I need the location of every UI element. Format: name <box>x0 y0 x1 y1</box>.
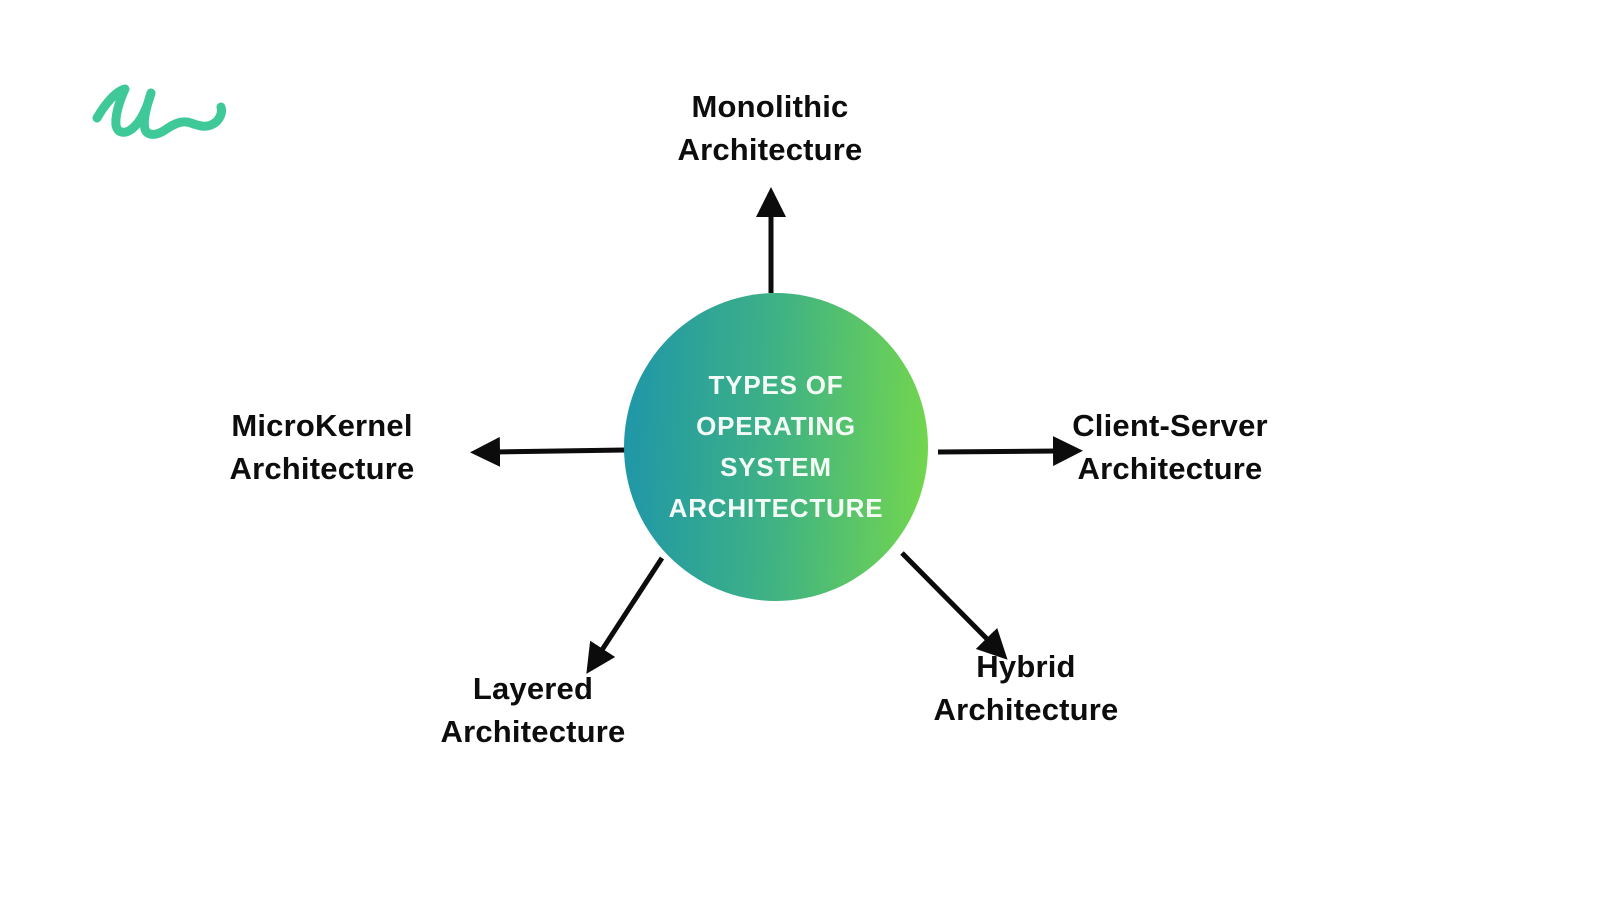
branch-label-line: Monolithic <box>691 89 849 124</box>
arrow-right-client-server <box>937 436 1083 467</box>
branch-label-line: MicroKernel <box>231 408 413 443</box>
arrow-left-microkernel <box>470 436 626 467</box>
branch-label-line: Architecture <box>1077 451 1263 486</box>
hub-title-line: SYSTEM <box>720 452 832 482</box>
branch-label-monolithic: Monolithic Architecture <box>677 85 862 171</box>
hub-title-line: ARCHITECTURE <box>668 493 884 523</box>
cursive-u-logo-icon <box>92 84 226 139</box>
branch-label-hybrid: Hybrid Architecture <box>933 645 1118 731</box>
branch-label-line: Architecture <box>229 451 415 486</box>
branch-label-line: Architecture <box>440 714 626 749</box>
branch-label-client-server: Client-Server Architecture <box>1072 404 1268 490</box>
hub-title-line: TYPES OF <box>708 370 844 400</box>
branch-label-line: Hybrid <box>976 649 1076 684</box>
branch-label-line: Architecture <box>677 132 863 167</box>
branch-label-line: Client-Server <box>1072 408 1268 443</box>
branch-label-microkernel: MicroKernel Architecture <box>229 404 414 490</box>
branch-label-line: Layered <box>472 671 594 706</box>
arrow-down-left-layered <box>586 556 665 674</box>
branch-label-layered: Layered Architecture <box>440 667 625 753</box>
central-hub-node: TYPES OF OPERATING SYSTEM ARCHITECTURE <box>624 293 928 601</box>
branch-label-line: Architecture <box>933 692 1119 727</box>
hub-title-line: OPERATING <box>696 411 856 441</box>
arrow-down-right-hybrid <box>900 551 1008 660</box>
